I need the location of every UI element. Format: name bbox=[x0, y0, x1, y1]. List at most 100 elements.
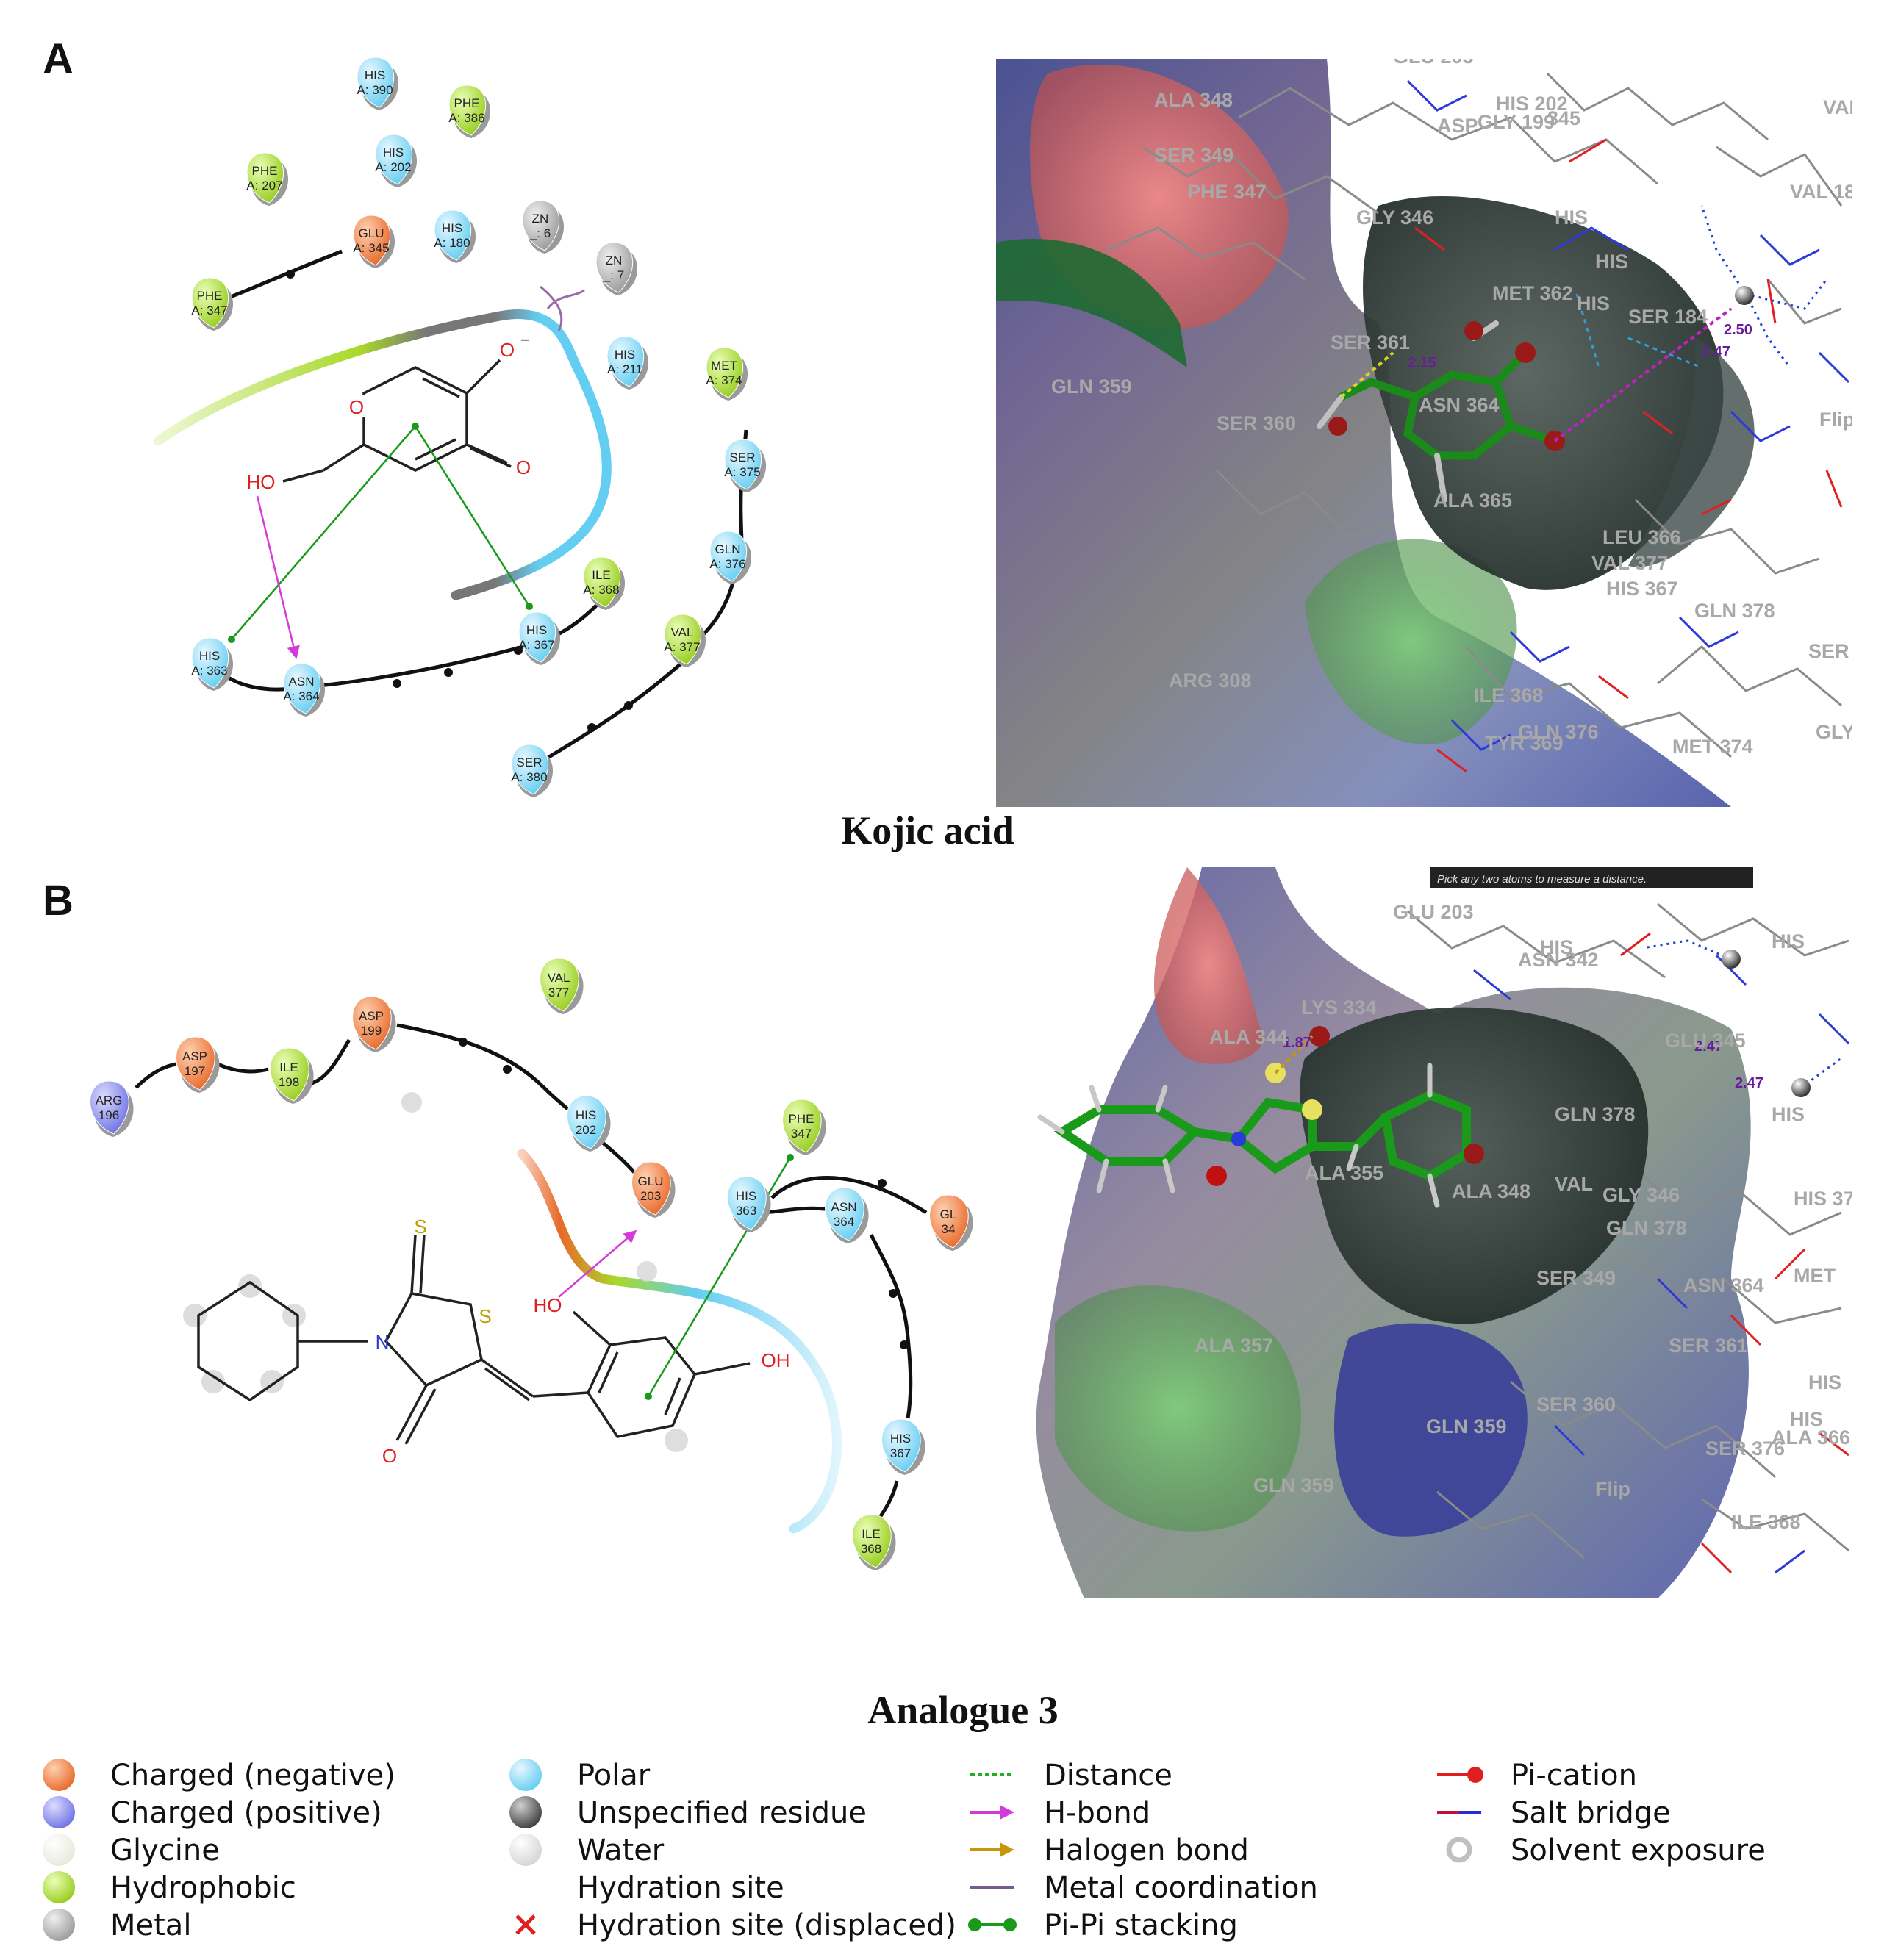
residue-label-3d: SER bbox=[1808, 640, 1849, 662]
backbone-node bbox=[587, 723, 596, 732]
legend-label: Polar bbox=[577, 1759, 651, 1792]
backbone-node bbox=[900, 1340, 909, 1349]
residue-number: _: 7 bbox=[603, 268, 624, 282]
residue-name: ZN bbox=[532, 212, 549, 226]
zinc-ion bbox=[1791, 1078, 1811, 1097]
residue-label-3d: SER 361 bbox=[1331, 331, 1410, 353]
residue-label-3d: SER 349 bbox=[1154, 144, 1233, 166]
caption-analogue-3: Analogue 3 bbox=[867, 1688, 1059, 1732]
pi-centroid bbox=[645, 1393, 652, 1400]
residue-name: HIS bbox=[736, 1189, 756, 1203]
residue-name: VAL bbox=[671, 625, 694, 639]
residue-number: A: 364 bbox=[283, 689, 319, 703]
residue-label-3d: HIS 202 bbox=[1496, 93, 1568, 115]
backbone-node bbox=[393, 679, 401, 688]
legend-label: Salt bridge bbox=[1511, 1796, 1671, 1830]
ring-nitrogen: N bbox=[376, 1331, 390, 1353]
residue-label-3d: ARG 308 bbox=[1169, 670, 1252, 692]
residue-number: 199 bbox=[361, 1024, 382, 1038]
legend-symbol bbox=[1437, 1767, 1483, 1783]
distance-label: 2.15 bbox=[1408, 355, 1436, 371]
pi-endpoint bbox=[228, 636, 235, 643]
residue-number: A: 367 bbox=[518, 638, 554, 652]
legend-symbol bbox=[1446, 1837, 1472, 1863]
backbone-node bbox=[444, 668, 453, 677]
residue-label-3d: ALA 355 bbox=[1305, 1162, 1383, 1184]
pi-pi-stacking bbox=[414, 426, 531, 607]
hydroxyl-group: HO bbox=[247, 471, 276, 493]
residue-label-3d: LEU 366 bbox=[1602, 526, 1681, 548]
zinc-ion bbox=[1722, 950, 1741, 969]
residue-label-3d: GLY bbox=[1816, 721, 1855, 743]
legend-item: Hydration site (displaced) bbox=[515, 1909, 956, 1942]
residue-label-3d: ASN 364 bbox=[1683, 1274, 1764, 1296]
residue-label-3d: HIS bbox=[1772, 930, 1805, 952]
thione-sulfur: S bbox=[414, 1216, 426, 1238]
residue-number: _: 6 bbox=[529, 226, 551, 240]
backbone-node bbox=[624, 701, 633, 710]
residue-label-3d: GLU 345 bbox=[1665, 1030, 1746, 1052]
residue-name: ILE bbox=[279, 1060, 298, 1074]
legend-item: Charged (positive) bbox=[43, 1796, 382, 1830]
residue-label-3d: GLY 346 bbox=[1602, 1184, 1680, 1206]
legend-item: Hydrophobic bbox=[43, 1871, 296, 1905]
residue-number: A: 368 bbox=[583, 583, 619, 597]
residue-label-3d: ASN 342 bbox=[1518, 949, 1599, 971]
residue-label-3d: ALA 357 bbox=[1195, 1335, 1273, 1357]
residue-droplet: ZN_: 7 bbox=[595, 242, 638, 295]
legend-item: H-bond bbox=[970, 1796, 1150, 1830]
residue-name: GL bbox=[940, 1207, 957, 1221]
legend-label: Hydration site bbox=[577, 1871, 784, 1905]
residue-label-3d: ALA 348 bbox=[1154, 89, 1233, 111]
residue-label-3d: HIS 367 bbox=[1606, 578, 1678, 600]
distance-label: 1.87 bbox=[1283, 1035, 1311, 1051]
residue-label-3d: SER 360 bbox=[1217, 412, 1296, 434]
legend-item: Polar bbox=[509, 1759, 651, 1792]
carbonyl-oxygen: O bbox=[382, 1445, 397, 1467]
legend-label: Hydration site (displaced) bbox=[577, 1909, 956, 1942]
distance-label: 2.47 bbox=[1735, 1075, 1763, 1091]
solvent-exposure-halos bbox=[183, 1092, 688, 1452]
backbone-segment bbox=[208, 586, 615, 692]
residue-label-3d: ALA 344 bbox=[1209, 1026, 1288, 1048]
residue-name: HIS bbox=[442, 221, 462, 235]
residue-name: GLU bbox=[638, 1174, 664, 1188]
backbone-segment bbox=[212, 1060, 269, 1074]
residue-label-3d: VAL 183 bbox=[1790, 181, 1866, 203]
residue-label-3d: GLY 346 bbox=[1356, 207, 1433, 229]
backbone-segment bbox=[308, 1038, 351, 1086]
legend-item: Hydration site bbox=[577, 1871, 784, 1905]
legend-item: Halogen bond bbox=[970, 1834, 1249, 1867]
residue-number: A: 380 bbox=[511, 770, 547, 784]
residue-number: A: 363 bbox=[191, 664, 227, 678]
legend-symbol bbox=[509, 1759, 542, 1791]
backbone-segment bbox=[396, 1023, 582, 1122]
residue-number: A: 390 bbox=[357, 83, 393, 97]
residue-name: MET bbox=[711, 359, 737, 373]
measure-toolbar bbox=[1430, 867, 1753, 888]
legend-symbol bbox=[43, 1909, 75, 1941]
residue-name: ASN bbox=[831, 1200, 857, 1214]
panel-letter-a: A bbox=[43, 35, 74, 83]
panel-letter-b: B bbox=[43, 877, 74, 925]
residue-label-3d: HIS bbox=[1577, 292, 1610, 315]
residue-label-3d: HIS bbox=[1555, 207, 1588, 229]
backbone-node bbox=[889, 1289, 898, 1298]
residue-number: A: 375 bbox=[724, 465, 760, 479]
residue-label-3d: SER 349 bbox=[1536, 1267, 1616, 1289]
legend-symbol bbox=[509, 1834, 542, 1866]
